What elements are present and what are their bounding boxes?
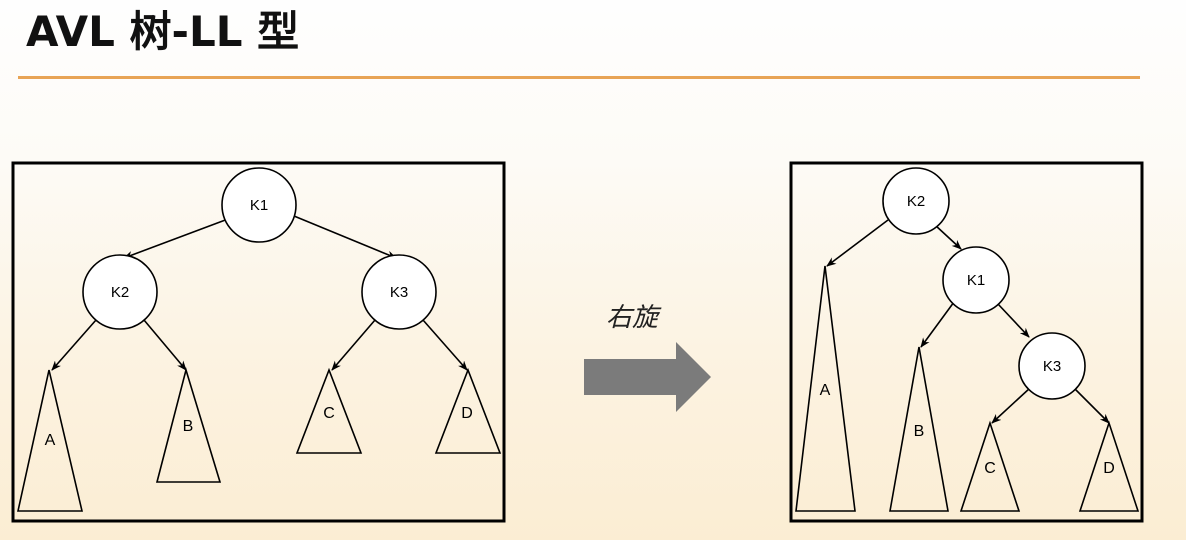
node-k2-label: K2	[111, 284, 129, 301]
subtree-d-label: D	[461, 405, 473, 422]
rotation-transition: 右旋	[584, 303, 711, 412]
subtree-d-after	[1078, 420, 1140, 512]
node-k3-after	[1018, 332, 1086, 400]
edge-k3-d-after	[1073, 387, 1110, 424]
subtree-b	[155, 367, 222, 483]
edge-k1-k2	[123, 215, 237, 259]
subtree-d	[434, 367, 502, 454]
subtree-a-after	[795, 265, 856, 512]
node-k3-after-label: K3	[1043, 358, 1061, 375]
node-k2-after	[882, 167, 950, 235]
node-k2	[82, 254, 158, 330]
title-divider	[18, 76, 1140, 79]
before-tree-panel: A B C D K1 K2 K3	[11, 161, 506, 523]
rotation-label: 右旋	[606, 303, 662, 333]
before-frame	[11, 161, 506, 523]
subtree-d-after-label: D	[1103, 460, 1115, 477]
after-frame	[789, 161, 1144, 523]
edge-k1-k3-after	[997, 303, 1030, 338]
subtree-a-after-label: A	[820, 382, 831, 399]
subtree-b-after-label: B	[914, 423, 925, 440]
node-k3-label: K3	[390, 284, 408, 301]
node-k1	[221, 167, 297, 243]
subtree-b-label: B	[183, 418, 194, 435]
subtree-a	[17, 369, 84, 512]
subtree-b-after	[889, 346, 949, 512]
edge-k2-k1-after	[934, 224, 962, 250]
edge-k2-a	[51, 319, 97, 371]
edge-k2-b	[143, 319, 187, 371]
page-title: AVL 树-LL 型	[26, 7, 300, 56]
node-k1-label: K1	[250, 197, 268, 214]
edge-k3-c-after	[991, 387, 1031, 424]
node-k1-after	[942, 246, 1010, 314]
edge-k2-a-after	[826, 219, 889, 267]
subtree-c	[295, 367, 363, 454]
subtree-c-after	[959, 420, 1021, 512]
node-k3	[361, 254, 437, 330]
right-arrow-icon	[584, 342, 711, 412]
node-k1-after-label: K1	[967, 272, 985, 289]
node-k2-after-label: K2	[907, 193, 925, 210]
edge-k3-c	[331, 319, 376, 371]
after-tree-panel: A B C D K2 K1 K3	[789, 161, 1144, 523]
edge-k1-k3	[293, 215, 397, 259]
edge-k1-b-after	[920, 301, 955, 348]
subtree-c-label: C	[323, 405, 335, 422]
subtree-a-label: A	[45, 432, 56, 449]
subtree-c-after-label: C	[984, 460, 996, 477]
edge-k3-d	[422, 319, 468, 371]
